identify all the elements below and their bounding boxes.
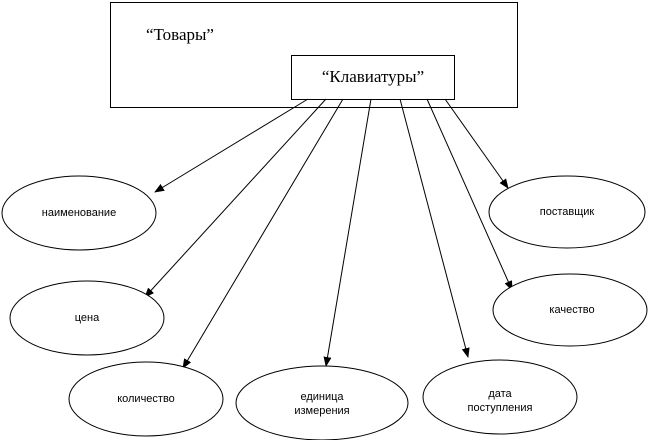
attr-quantity-label: количество [117,393,175,405]
arrow-unit [323,98,372,367]
arrow-quantity [182,98,344,369]
attr-price-label: цена [75,312,100,324]
entity-label-klaviatury: “Клавиатуры” [322,67,424,86]
arrow-date [399,98,470,358]
attr-unit-ellipse [235,365,409,440]
attr-quality-label: качество [549,304,594,316]
arrow-quality [426,98,513,291]
arrow-price [144,98,327,298]
attr-unit-label-2: измерения [294,405,349,417]
attr-date-label-1: дата [488,388,512,400]
arrow-name [154,98,309,193]
attr-supplier-label: поставщик [540,206,595,218]
attr-price-ellipse [9,280,165,356]
attr-unit-label-1: единица [300,391,344,403]
attr-quality-ellipse [492,273,648,347]
attr-quantity-ellipse [68,361,224,437]
entity-box-klaviatury [291,55,455,100]
attr-date-label-2: поступления [468,402,533,414]
attr-name-ellipse [1,175,157,251]
attr-date-ellipse [422,359,578,435]
attr-name-label: наименование [42,207,116,219]
arrow-supplier [444,98,509,189]
entity-label-tovary: “Товары” [146,25,214,44]
attr-supplier-ellipse [488,175,646,249]
